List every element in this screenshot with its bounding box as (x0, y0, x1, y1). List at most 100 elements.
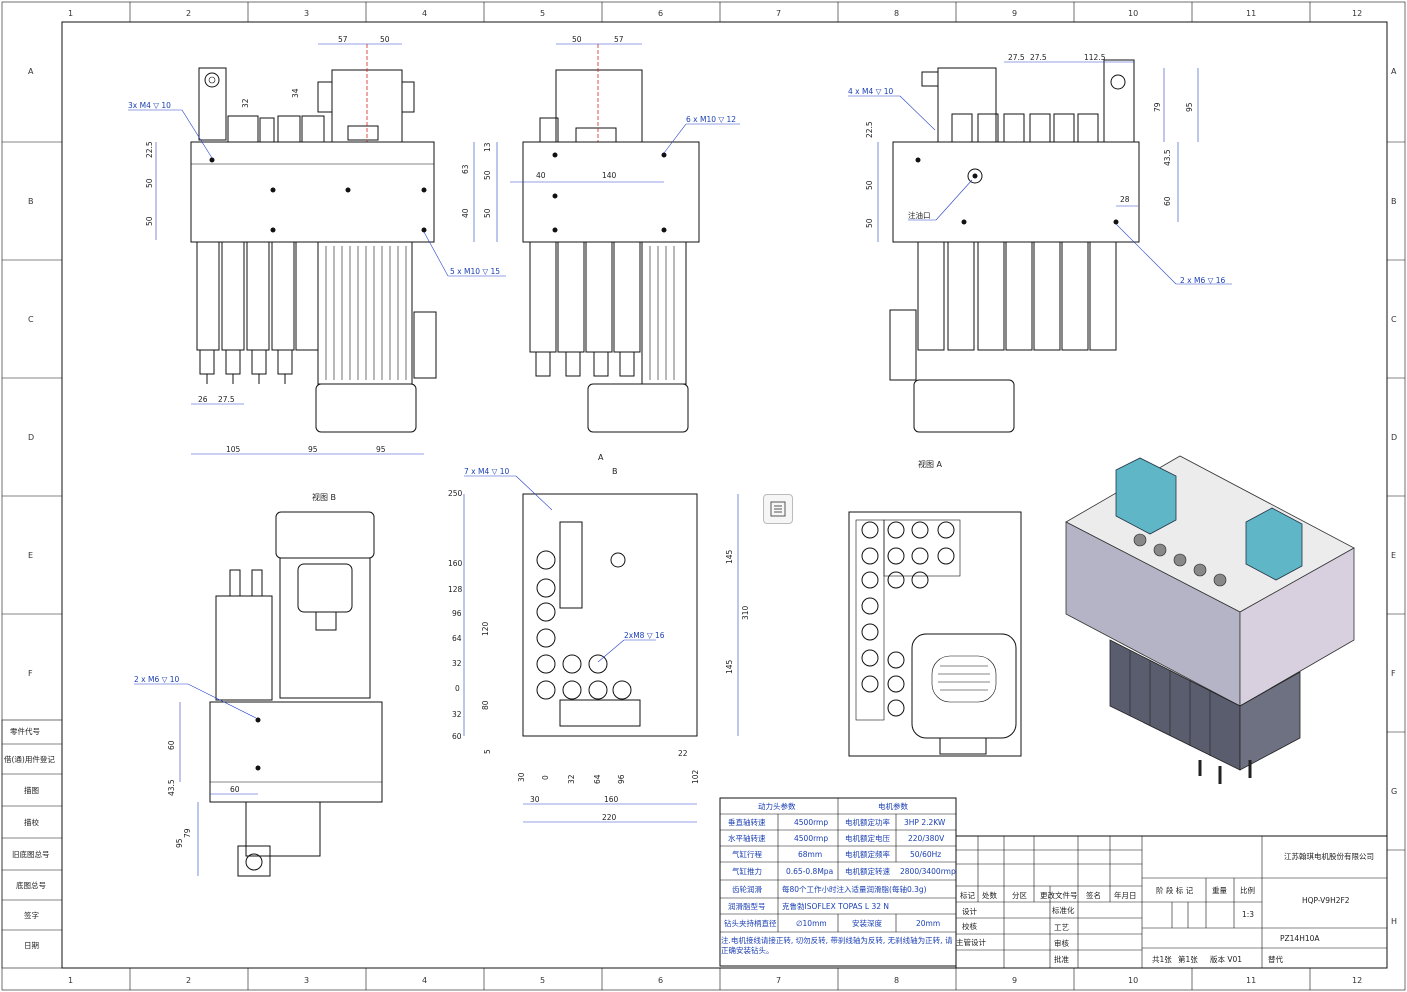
plan-view: A B 7 x M4 ▽ 10 250 160 128 96 64 32 0 3… (448, 453, 750, 823)
tb-weight: 重量 (1212, 886, 1228, 895)
dim-label: 32 (241, 98, 250, 108)
dim-label: 160 (448, 559, 463, 568)
tb-scale-label: 比例 (1240, 885, 1255, 895)
dim-label: 0 (541, 775, 550, 780)
row-label: H (1391, 917, 1397, 926)
col-label: 11 (1246, 9, 1256, 18)
dim-label: 50 (483, 208, 492, 218)
row-label: F (1391, 669, 1396, 678)
dim-label: 140 (602, 171, 617, 180)
grid-columns: 1 2 3 4 5 6 7 8 9 10 11 12 1 2 3 4 5 6 7… (68, 2, 1362, 990)
spec-value: 每80个工作小时注入适量润滑脂(每轴0.3g) (782, 884, 927, 894)
spec-header: 电机参数 (878, 801, 908, 811)
spec-key: 润滑脂型号 (728, 901, 766, 911)
dim-label: 50 (380, 35, 390, 44)
dim-label: 60 (230, 785, 240, 794)
tb-role: 工艺 (1054, 923, 1069, 932)
dim-label: 112.5 (1084, 53, 1106, 62)
row-label: C (28, 315, 34, 324)
spec-key: 安装深度 (852, 918, 882, 928)
side-label: 日期 (24, 941, 39, 950)
side-register: 零件代号 借(通)用件登记 描图 描校 旧底图总号 底图总号 签字 日期 (1, 719, 63, 969)
col-label: 9 (1012, 9, 1017, 18)
dim-label: 220 (602, 813, 617, 822)
spec-value: 2800/3400rmp (900, 867, 956, 876)
arrow-label: A (598, 453, 604, 462)
dim-label: 27.5 (1030, 53, 1047, 62)
dim-label: 32 (567, 774, 576, 784)
spec-key: 电机额定转速 (845, 866, 890, 876)
tb-replace: 替代 (1268, 954, 1284, 964)
col-label: 6 (658, 9, 663, 18)
dim-label: 43.5 (1163, 149, 1172, 166)
col-label: 10 (1128, 9, 1138, 18)
dim-label: 60 (167, 740, 176, 750)
spec-key: 水平轴转速 (728, 833, 766, 843)
spec-header: 动力头参数 (758, 801, 796, 811)
tb-company: 江苏翰琪电机股份有限公司 (1284, 851, 1374, 861)
hole-callout: 2xM8 ▽ 16 (624, 631, 665, 640)
spec-value: 4500rmp (794, 818, 828, 827)
row-label: B (1391, 197, 1397, 206)
tb-model: HQP-V9H2F2 (1302, 896, 1350, 905)
tb-col: 更改文件号 (1040, 890, 1078, 900)
dim-label: 160 (604, 795, 619, 804)
col-label: 8 (894, 976, 899, 985)
tb-sheet-total: 共1张 (1152, 955, 1172, 964)
side-view: 50 57 6 x M10 ▽ 12 13 50 50 40 140 (483, 35, 740, 433)
spec-value: ∅10mm (796, 919, 827, 928)
hole-callout: 7 x M4 ▽ 10 (464, 467, 510, 476)
tb-col: 年月日 (1114, 890, 1137, 900)
side-label: 签字 (24, 910, 39, 920)
spec-value: 3HP 2.2KW (904, 818, 946, 827)
grid-rows: A B C D E F A B C D E F G H (2, 67, 1405, 926)
col-label: 9 (1012, 976, 1017, 985)
dim-label: 60 (452, 732, 462, 741)
title-block: 标记 处数 分区 更改文件号 签名 年月日 设计 校核 主管设计 标准化 工艺 … (955, 835, 1388, 969)
dim-label: 22.5 (145, 141, 154, 158)
tb-drawing-no: PZ14H10A (1280, 934, 1320, 943)
spec-value: 4500rmp (794, 834, 828, 843)
row-label: E (1391, 551, 1396, 560)
dim-label: 95 (376, 445, 386, 454)
dim-label: 22.5 (865, 121, 874, 138)
tb-col: 分区 (1012, 891, 1028, 900)
row-label: G (1391, 787, 1397, 796)
spec-key: 电机额定功率 (845, 817, 890, 827)
dim-label: 57 (614, 35, 624, 44)
tb-role: 设计 (962, 906, 977, 916)
hole-callout: 6 x M10 ▽ 12 (686, 115, 736, 124)
spec-value: 50/60Hz (910, 850, 941, 859)
spec-key: 气缸推力 (732, 866, 762, 876)
spec-key: 垂直轴转速 (728, 817, 766, 827)
dim-label: 96 (452, 609, 462, 618)
row-label: F (28, 669, 33, 678)
col-label: 10 (1128, 976, 1138, 985)
dim-label: 34 (291, 88, 300, 98)
dim-label: 43.5 (167, 779, 176, 796)
tb-stage: 阶 段 标 记 (1156, 885, 1194, 895)
dim-label: 0 (455, 684, 460, 693)
dim-label: 250 (448, 489, 463, 498)
dim-label: 64 (452, 634, 462, 643)
spec-value: 0.65-0.8Mpa (786, 867, 833, 876)
dim-label: 50 (145, 178, 154, 188)
dim-label: 105 (226, 445, 241, 454)
dim-label: 95 (1185, 102, 1194, 112)
dim-label: 30 (517, 772, 526, 782)
view-caption: 视图 A (918, 459, 943, 469)
dim-label: 28 (1120, 195, 1130, 204)
side-label: 描校 (24, 817, 39, 827)
screenshot-tool-button[interactable] (763, 494, 793, 524)
col-label: 7 (776, 976, 781, 985)
side-label: 借(通)用件登记 (4, 754, 55, 764)
dim-label: 79 (183, 828, 192, 838)
row-label: D (28, 433, 34, 442)
hole-callout: 2 x M6 ▽ 16 (1180, 276, 1226, 285)
dim-label: 5 (483, 749, 492, 754)
dim-label: 145 (725, 549, 734, 564)
bottom-view-b: 2 x M6 ▽ 10 60 43.5 60 79 95 (134, 511, 383, 877)
dim-label: 96 (617, 774, 626, 784)
spec-key: 电机额定频率 (845, 849, 890, 859)
tb-col: 标记 (960, 890, 975, 900)
